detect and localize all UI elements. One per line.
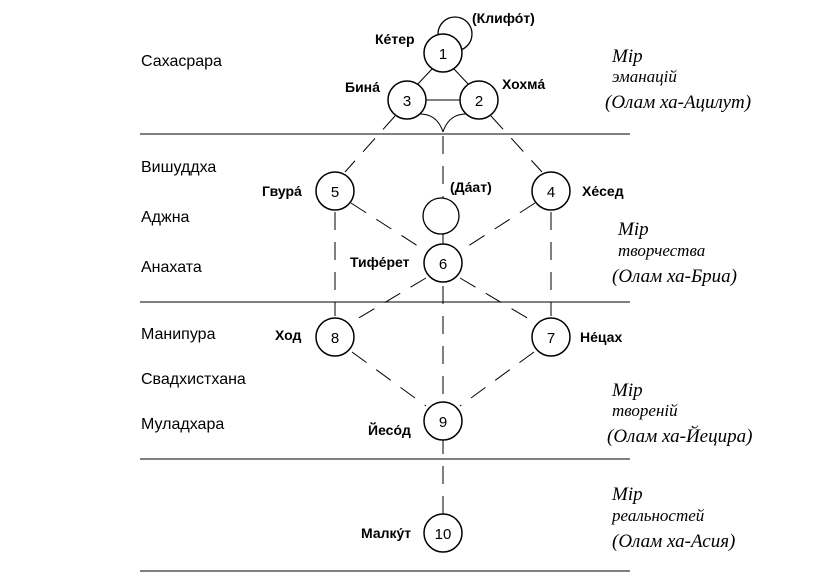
sefira-3-number: 3 — [403, 93, 411, 110]
world-yetzira: Мір твореній (Олам ха-Йецира) — [607, 380, 752, 447]
path-8-9 — [351, 351, 427, 407]
sefirot — [315, 33, 571, 553]
sefira-6-label: Тифе́рет — [350, 254, 410, 270]
chakra-muladhara: Муладхара — [141, 416, 224, 433]
path-1-3 — [415, 68, 433, 87]
world-atzilut-line3: (Олам ха-Ацилут) — [605, 92, 751, 113]
world-labels: Мір эманацій (Олам ха-Ацилут) Мір творче… — [605, 46, 752, 552]
world-dividers — [140, 133, 630, 572]
world-atzilut-line1: Мір — [611, 46, 643, 67]
daat-circle — [422, 197, 460, 235]
sefira-1-circle — [423, 33, 463, 73]
chakra-labels: Сахасрара Вишуддха Аджна Анахата Манипур… — [141, 53, 246, 433]
sefira-2-circle — [459, 80, 499, 120]
world-yetzira-line3: (Олам ха-Йецира) — [607, 424, 752, 447]
sefira-1-number: 1 — [439, 46, 447, 63]
world-assiya-line2: реальностей — [611, 506, 705, 525]
abyss-curve-left — [417, 113, 444, 133]
path-6-8 — [351, 277, 427, 323]
path-1-2 — [453, 68, 471, 87]
path-6-7 — [459, 277, 535, 323]
sefira-10-number: 10 — [435, 526, 452, 543]
sefira-4-number: 4 — [547, 184, 555, 201]
chakra-anahata: Анахата — [141, 259, 202, 276]
world-yetzira-line1: Мір — [611, 380, 643, 401]
sefira-7-label: Не́цах — [580, 329, 622, 345]
path-2-4 — [490, 115, 543, 173]
extra-labels: (Клифо́т) (Да́ат) — [450, 10, 535, 195]
dashed-paths — [334, 115, 552, 519]
path-5-6 — [350, 202, 425, 251]
sefira-3-label: Бина́ — [345, 79, 380, 95]
world-assiya-line1: Мір — [611, 484, 643, 505]
path-3-5 — [344, 115, 396, 173]
sefira-8-circle — [315, 317, 355, 357]
chakra-manipura: Манипура — [141, 326, 216, 343]
world-bria-line3: (Олам ха-Бриа) — [612, 266, 737, 287]
sefira-9-circle — [423, 401, 463, 441]
chakra-vishuddha: Вишуддха — [141, 159, 216, 176]
sefirot-labels: Ке́тер Хохма́ Бина́ Хе́сед Гвура́ Тифе́р… — [262, 31, 624, 541]
world-atzilut: Мір эманацій (Олам ха-Ацилут) — [605, 46, 751, 113]
world-yetzira-line2: твореній — [612, 401, 678, 420]
chakra-ajna: Аджна — [141, 209, 190, 226]
sefira-6-number: 6 — [439, 256, 447, 273]
sefira-3-circle — [387, 80, 427, 120]
sefira-10-label: Малку́т — [361, 525, 411, 541]
sefirot-numbers: 1 2 3 4 5 6 7 8 9 10 — [331, 46, 555, 543]
sefira-10-circle — [423, 513, 463, 553]
path-7-9 — [459, 351, 535, 407]
sefira-1-label: Ке́тер — [375, 31, 415, 47]
sefira-5-circle — [315, 171, 355, 211]
sefira-2-number: 2 — [475, 93, 483, 110]
world-assiya-line3: (Олам ха-Асия) — [612, 531, 735, 552]
world-assiya: Мір реальностей (Олам ха-Асия) — [611, 484, 735, 552]
supernal-paths — [415, 68, 471, 133]
daat-label: (Да́ат) — [450, 179, 492, 195]
sefira-2-label: Хохма́ — [502, 76, 545, 92]
sefira-9-label: Йесо́д — [368, 421, 411, 438]
sefira-7-number: 7 — [547, 330, 555, 347]
path-4-6 — [461, 202, 536, 251]
chakra-svadhisthana: Свадхистхана — [141, 371, 246, 388]
sefira-6-circle — [423, 243, 463, 283]
sefira-8-number: 8 — [331, 330, 339, 347]
sefira-7-circle — [531, 317, 571, 357]
sefira-9-number: 9 — [439, 414, 447, 431]
sefira-4-circle — [531, 171, 571, 211]
sefira-5-label: Гвура́ — [262, 183, 302, 199]
world-bria-line1: Мір — [617, 219, 649, 240]
world-bria-line2: творчества — [618, 241, 705, 260]
klifot-label: (Клифо́т) — [472, 10, 535, 26]
abyss-curve-right — [442, 113, 469, 133]
sefira-4-label: Хе́сед — [582, 183, 624, 199]
sefira-8-label: Ход — [275, 327, 302, 343]
sefira-5-number: 5 — [331, 184, 339, 201]
world-atzilut-line2: эманацій — [612, 67, 677, 86]
world-bria: Мір творчества (Олам ха-Бриа) — [612, 219, 737, 287]
chakra-sahasrara: Сахасрара — [141, 53, 222, 70]
